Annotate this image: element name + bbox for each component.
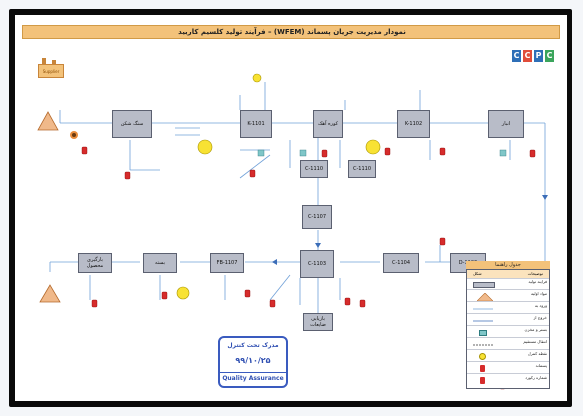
legend-row: بستر و مخزن (467, 327, 549, 338)
stamp-line-1: مدرک تحت کنترل (227, 342, 279, 349)
legend-label: خروج از (533, 316, 547, 320)
legend-table: شکل توضیحات فرآیند تولید مواد اولیه ورود… (466, 269, 550, 389)
process-box[interactable]: K-1101 (240, 110, 272, 138)
process-label: کوره آهک (317, 121, 339, 127)
tank-symbol (479, 330, 487, 336)
legend-label: پسماند (535, 364, 547, 368)
waste-drum-symbol (480, 365, 485, 372)
raw-material-symbol (477, 293, 493, 301)
legend-label: فرآیند تولید (528, 280, 547, 284)
process-box[interactable]: انبار (488, 110, 524, 138)
direct-transfer-symbol (473, 344, 493, 346)
quality-assurance-stamp: مدرک تحت کنترل ۹۹/۱۰/۲۵ Quality Assuranc… (218, 336, 288, 388)
logo-letter: C (545, 50, 554, 62)
process-label: سنگ شکن (120, 121, 144, 127)
process-box[interactable]: C-1110 (348, 160, 376, 178)
process-box[interactable]: بسته (143, 253, 177, 273)
legend-row: ورود به (467, 303, 549, 314)
process-label: بارگیری محصول (86, 257, 104, 269)
control-point-symbol (479, 353, 486, 360)
legend-header-left: شکل (473, 271, 482, 276)
process-box[interactable]: بارگیری محصول (78, 253, 112, 273)
process-box[interactable]: K-1102 (397, 110, 430, 138)
input-arrow-symbol (473, 308, 493, 310)
legend-row: مواد اولیه (467, 291, 549, 302)
legend-row: خروج از (467, 315, 549, 326)
stamp-line-2: ۹۹/۱۰/۲۵ (235, 356, 271, 365)
process-label: C-1110 (304, 166, 324, 172)
supplier-factory-icon: Supplier (38, 64, 64, 78)
legend-label: انتقال مستقیم (523, 340, 547, 344)
process-label: انبار (501, 121, 511, 127)
legend-row: شماره رکورد (467, 375, 549, 386)
process-label: بازیابی ضایعات (310, 316, 326, 328)
process-box[interactable]: سنگ شکن (112, 110, 152, 138)
process-box[interactable]: C-1103 (300, 250, 334, 278)
process-label: K-1101 (247, 121, 265, 127)
legend-label: بستر و مخزن (524, 328, 547, 332)
process-box[interactable]: C-1107 (302, 205, 332, 229)
diagram-title-bar: نمودار مدیریت جریان پسماند (WFEM) – فرآی… (22, 25, 560, 39)
legend-header-row: شکل توضیحات (467, 270, 549, 279)
legend-label: مواد اولیه (531, 292, 547, 296)
process-label: C-1107 (307, 214, 327, 220)
process-label: FB-1107 (216, 260, 238, 266)
logo-letter: C (523, 50, 532, 62)
legend-row: نقطه کنترل (467, 351, 549, 362)
stamp-line-3: Quality Assurance (220, 372, 286, 382)
logo-letter: C (512, 50, 521, 62)
process-box[interactable]: C-1104 (383, 253, 419, 273)
diagram-title: نمودار مدیریت جریان پسماند (WFEM) – فرآی… (178, 28, 406, 36)
process-box[interactable]: بازیابی ضایعات (303, 313, 333, 331)
process-box[interactable]: کوره آهک (313, 110, 343, 138)
process-label: C-1110 (352, 166, 372, 172)
factory-chimney-icon (42, 58, 46, 64)
legend-header-right: توضیحات (527, 271, 543, 276)
factory-chimney-icon (52, 60, 56, 64)
legend-row: فرآیند تولید (467, 279, 549, 290)
process-label: بسته (154, 260, 166, 266)
legend-label: شماره رکورد (525, 376, 547, 380)
logo-letter: P (534, 50, 543, 62)
supplier-label: Supplier (42, 69, 60, 74)
legend-label: نقطه کنترل (527, 352, 547, 356)
legend-row: انتقال مستقیم (467, 339, 549, 350)
process-label: C-1104 (391, 260, 411, 266)
process-symbol (473, 282, 495, 288)
legend-title: جدول راهنما (466, 261, 550, 269)
record-symbol (480, 377, 485, 384)
process-label: C-1103 (307, 261, 327, 267)
process-box[interactable]: C-1110 (300, 160, 328, 178)
process-box[interactable]: FB-1107 (210, 253, 244, 273)
company-logo: C C P C (512, 50, 554, 62)
legend-row: پسماند (467, 363, 549, 374)
output-arrow-symbol (473, 320, 493, 322)
process-label: K-1102 (404, 121, 423, 127)
legend-label: ورود به (534, 304, 547, 308)
